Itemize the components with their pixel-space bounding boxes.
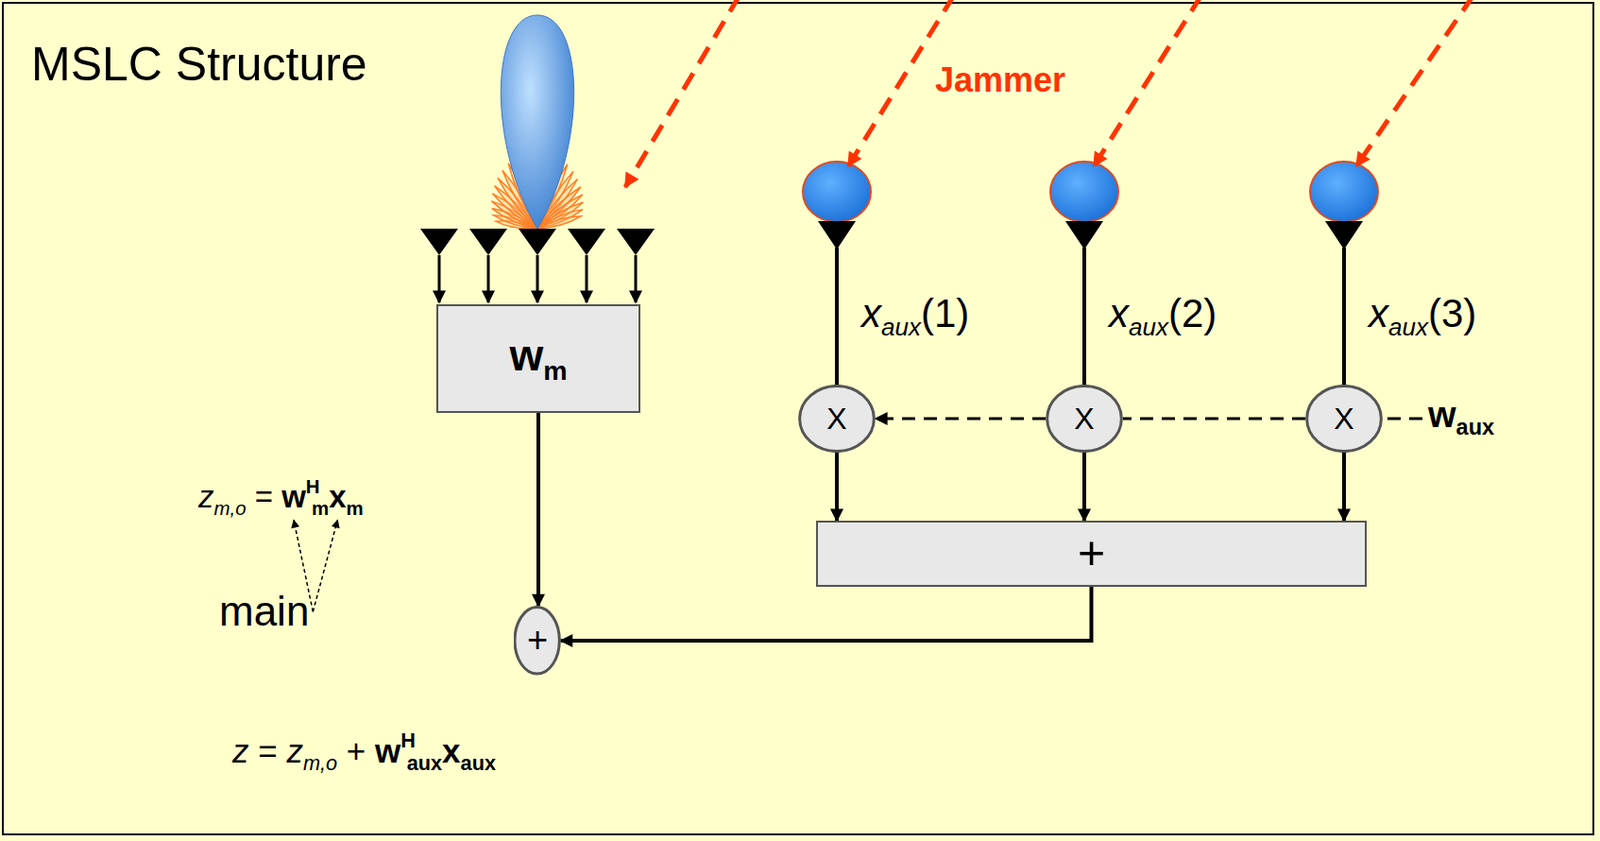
- main-beamformer-box: wm: [436, 304, 641, 413]
- leader-line: [312, 519, 338, 612]
- text-segment: H: [306, 475, 321, 497]
- text-segment: m: [543, 355, 567, 386]
- text-segment: X: [826, 401, 847, 436]
- node-text: X: [1333, 401, 1354, 437]
- text-segment: z: [198, 478, 215, 514]
- text-segment: +: [527, 619, 548, 660]
- text-segment: m,o: [303, 750, 338, 775]
- text-segment: X: [1073, 401, 1094, 436]
- text-segment: w: [1428, 394, 1457, 435]
- text-segment: x: [328, 478, 346, 514]
- text-segment: m,o: [214, 496, 247, 519]
- text-segment: X: [1333, 401, 1354, 436]
- text-segment: =: [249, 731, 288, 769]
- summation-box: +: [816, 520, 1367, 587]
- text-segment: (1): [920, 290, 970, 336]
- text-segment: MSLC Structure: [31, 37, 368, 91]
- weight-control-line: [1383, 417, 1423, 421]
- main-output-equation: zm,o = wHmxm: [198, 475, 364, 519]
- signal-arrow: [834, 452, 839, 521]
- circle-shape: [1307, 385, 1382, 451]
- multiplier-circle: X: [798, 384, 876, 453]
- multiplier-circle: X: [1305, 384, 1383, 453]
- main-beam: [500, 15, 574, 229]
- jammer-label: Jammer: [935, 60, 1066, 100]
- text-segment: =: [246, 478, 283, 514]
- text-segment: +: [1077, 526, 1106, 579]
- text-segment: x: [861, 290, 882, 336]
- element-feed-arrows: [439, 255, 636, 303]
- node-text: +: [1077, 526, 1106, 581]
- text-segment: m: [311, 496, 329, 519]
- text-segment: main: [219, 587, 309, 634]
- text-segment: aux: [1128, 312, 1169, 341]
- node-text: +: [527, 619, 548, 662]
- text-segment: aux: [881, 312, 921, 341]
- text-segment: w: [509, 330, 544, 380]
- diagram-title: MSLC Structure: [31, 37, 368, 93]
- main-label: main: [219, 587, 309, 636]
- text-segment: aux: [1388, 312, 1429, 341]
- output-equation: z = zm,o + wHauxxaux: [232, 729, 496, 776]
- text-segment: aux: [407, 750, 443, 775]
- signal-name: xaux(1): [861, 290, 970, 342]
- text-segment: H: [400, 728, 416, 752]
- multiplier-circle: X: [1045, 384, 1124, 453]
- text-segment: z: [286, 731, 304, 769]
- text-segment: w: [374, 731, 401, 769]
- text-segment: z: [232, 731, 250, 769]
- text-segment: +: [337, 731, 375, 769]
- node-text: X: [826, 401, 847, 437]
- summation-circle: +: [513, 605, 561, 676]
- signal-arrow: [1082, 452, 1087, 521]
- signal-name: xaux(3): [1368, 290, 1477, 342]
- signal-arrow: [536, 412, 541, 606]
- main-array-elements: [420, 228, 655, 256]
- signal-arrow: [1342, 452, 1346, 521]
- text-segment: x: [442, 731, 460, 769]
- text-segment: m: [346, 496, 364, 519]
- text-segment: x: [1108, 290, 1129, 336]
- weight-control-line: [1123, 417, 1306, 421]
- weight-name: waux: [1428, 394, 1495, 441]
- circle-shape: [800, 385, 875, 451]
- node-text: X: [1073, 401, 1094, 437]
- circle-shape: [514, 607, 560, 675]
- text-segment: (2): [1168, 290, 1217, 336]
- text-segment: aux: [460, 750, 496, 775]
- text-segment: (3): [1428, 290, 1477, 336]
- auxiliary-antennas: [802, 161, 1379, 386]
- text-segment: aux: [1456, 414, 1496, 440]
- node-text: wm: [509, 330, 567, 387]
- circle-shape: [1047, 385, 1123, 451]
- text-segment: x: [1368, 290, 1389, 336]
- text-segment: w: [281, 478, 307, 514]
- sidelobe: [537, 216, 581, 229]
- text-segment: Jammer: [935, 60, 1066, 100]
- jammer-rays: [625, 0, 1474, 188]
- signal-name: xaux(2): [1108, 290, 1217, 342]
- weight-control-line: [875, 417, 1046, 421]
- signal-arrow: [561, 586, 1092, 641]
